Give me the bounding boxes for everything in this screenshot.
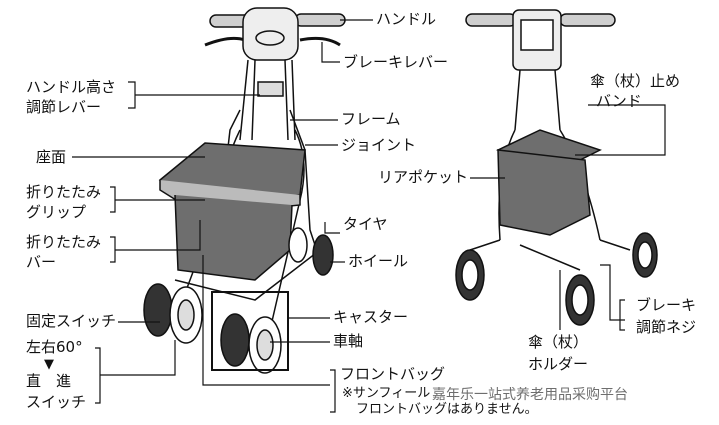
label-handle-height-lever-2: 調節レバー (26, 98, 102, 116)
label-lock-switch: 固定スイッチ (26, 312, 117, 330)
label-handle: ハンドル (376, 10, 437, 28)
label-front-bag: フロントバッグ (340, 365, 446, 383)
label-axle: 車軸 (333, 332, 364, 350)
label-frame: フレーム (341, 110, 401, 128)
label-brake-adjust-1: ブレーキ (636, 296, 697, 314)
label-tire: タイヤ (343, 215, 388, 233)
label-swivel-1: 左右60° (26, 338, 83, 356)
front-walker (143, 7, 346, 374)
leader-lines (72, 19, 666, 413)
caster-highlight-box (211, 291, 289, 371)
rear-walker (455, 9, 658, 326)
label-umbrella-band-2: バンド (596, 92, 642, 110)
front-bag (174, 194, 293, 281)
label-rear-pocket: リアポケット (378, 168, 469, 186)
label-front-bag-note-1: ※サンフィール (342, 386, 431, 401)
label-swivel-3: スイッチ (26, 393, 87, 411)
right-handle-grip (294, 13, 346, 27)
label-folding-bar-1: 折りたたみ (26, 233, 102, 251)
label-umbrella-holder-2: ホルダー (528, 355, 589, 373)
watermark: 嘉年乐一站式养老用品采购平台 (432, 387, 628, 403)
label-folding-grip-1: 折りたたみ (26, 183, 102, 201)
label-caster: キャスター (333, 308, 409, 326)
label-joint: ジョイント (341, 136, 417, 154)
label-wheel: ホイール (348, 252, 409, 270)
rear-pocket (497, 149, 591, 236)
label-seat: 座面 (36, 148, 67, 166)
label-swivel-arrow: ▼ (44, 357, 54, 372)
handle-hub (242, 7, 299, 61)
label-umbrella-band-1: 傘（杖）止め (590, 72, 681, 90)
label-brake-lever: ブレーキレバー (343, 53, 449, 71)
label-front-bag-note-2: フロントバッグはありません。 (356, 402, 538, 417)
label-swivel-2: 直 進 (26, 372, 72, 390)
label-folding-bar-2: バー (26, 253, 57, 271)
label-umbrella-holder-1: 傘（杖） (528, 333, 589, 351)
label-folding-grip-2: グリップ (26, 203, 87, 221)
label-brake-adjust-2: 調節ネジ (636, 318, 697, 336)
label-handle-height-lever-1: ハンドル高さ (26, 78, 117, 96)
